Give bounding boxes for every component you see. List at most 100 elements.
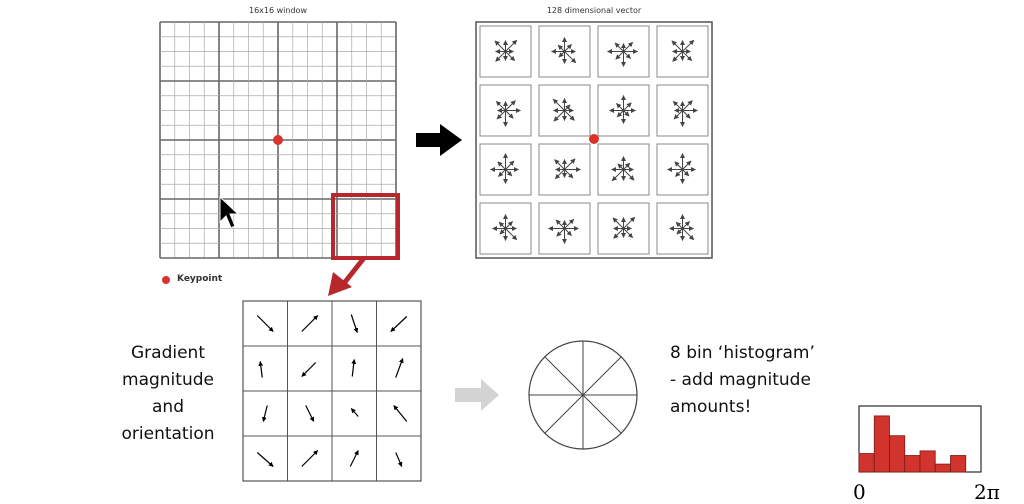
descriptor-arrow	[623, 228, 634, 239]
descriptor-arrow	[564, 44, 572, 52]
gray-arrow-icon	[455, 379, 499, 411]
descriptor-border	[475, 21, 713, 259]
gradient-arrow	[258, 361, 264, 378]
descriptor-arrow	[616, 110, 624, 118]
descriptor-arrow	[564, 218, 575, 229]
descriptor-cell	[538, 25, 591, 78]
highlight-square	[331, 193, 400, 260]
descriptor-keypoint	[589, 134, 599, 144]
descriptor-arrow	[497, 161, 506, 170]
gradient-arrow	[301, 450, 319, 467]
gradient-label: Gradient magnitude and orientation	[108, 340, 228, 448]
descriptor-cell	[538, 143, 591, 196]
histogram-bar	[889, 435, 906, 473]
descriptor-arrow	[505, 228, 518, 241]
gradient-grid	[242, 300, 422, 482]
gradient-label-line1: Gradient	[131, 343, 205, 363]
gradient-label-line2: magnitude	[122, 370, 214, 390]
descriptor-arrow	[505, 51, 516, 62]
histogram-bar	[919, 450, 936, 473]
histogram-x-end-label: 2π	[974, 480, 1000, 504]
descriptor-cell	[597, 202, 650, 255]
descriptor-arrow	[623, 162, 631, 170]
orientation-circle	[528, 340, 638, 450]
descriptor-arrow	[494, 40, 506, 52]
gradient-arrow	[350, 408, 359, 417]
descriptor-arrow	[682, 160, 692, 170]
gradient-arrow	[305, 405, 315, 422]
descriptor-arrow	[682, 51, 693, 62]
descriptor-arrow	[564, 110, 575, 121]
descriptor-cell	[538, 202, 591, 255]
descriptor-arrow	[495, 51, 506, 62]
descriptor-arrow	[682, 110, 691, 119]
window-grid-title: 16x16 window	[249, 6, 307, 15]
descriptor-arrow	[505, 160, 515, 170]
gradient-arrow	[390, 316, 408, 332]
descriptor-arrow	[558, 51, 565, 58]
gradient-arrow	[395, 358, 404, 378]
mouse-cursor-icon	[219, 195, 240, 229]
gradient-arrow	[395, 452, 403, 467]
descriptor-cell	[479, 143, 532, 196]
descriptor-arrow	[617, 163, 624, 170]
descriptor-arrow	[682, 228, 695, 241]
descriptor-arrow	[564, 158, 576, 170]
descriptor-cell	[479, 84, 532, 137]
histogram-bar	[950, 455, 967, 473]
descriptor-arrow	[675, 221, 683, 229]
legend-keypoint-label: Keypoint	[177, 274, 223, 284]
descriptor-arrow	[623, 216, 636, 229]
descriptor-cell	[479, 202, 532, 255]
histogram-label-line1: 8 bin ‘histogram’	[670, 343, 815, 363]
descriptor-arrow	[682, 221, 690, 229]
descriptor-arrow	[623, 51, 631, 59]
descriptor-arrow	[623, 110, 630, 117]
descriptor-arrow	[614, 42, 624, 52]
descriptor-arrow	[673, 110, 683, 120]
histogram-bar	[904, 455, 921, 473]
descriptor-cell	[597, 143, 650, 196]
descriptor-arrow	[616, 103, 624, 111]
descriptor-cell	[656, 84, 709, 137]
descriptor-arrow	[623, 102, 632, 111]
descriptor-arrow	[564, 169, 574, 179]
gradient-arrow	[301, 315, 319, 332]
gradient-arrow	[349, 450, 359, 467]
descriptor-arrow	[554, 159, 565, 170]
histogram-bar	[873, 415, 890, 473]
descriptor-arrow	[611, 169, 624, 182]
descriptor-arrow	[505, 110, 514, 119]
descriptor-cell	[597, 84, 650, 137]
window-grid	[159, 21, 397, 259]
descriptor-cell	[656, 25, 709, 78]
gradient-label-line3: and	[152, 397, 184, 417]
descriptor-arrow	[505, 39, 518, 52]
descriptor-arrow	[564, 51, 577, 64]
histogram-chart	[858, 405, 982, 473]
descriptor-arrow	[623, 169, 635, 181]
descriptor-arrow	[498, 169, 506, 177]
descriptor-arrow	[675, 169, 683, 177]
descriptor-cell	[656, 202, 709, 255]
histogram-label-line2: - add magnitude	[670, 370, 811, 390]
descriptor-arrow	[499, 228, 506, 235]
descriptor-arrow	[682, 39, 695, 52]
descriptor-arrow	[613, 228, 624, 239]
descriptor-arrow	[505, 221, 513, 229]
gradient-arrow	[261, 405, 268, 422]
descriptor-arrow	[612, 217, 624, 229]
gradient-arrow	[351, 359, 357, 377]
legend-keypoint-dot	[162, 276, 170, 284]
histogram-bar	[934, 463, 951, 473]
descriptor-arrow	[672, 100, 683, 111]
descriptor-arrow	[564, 104, 571, 111]
descriptor-grid	[475, 21, 713, 259]
descriptor-arrow	[505, 169, 513, 177]
descriptor-arrow	[671, 40, 683, 52]
descriptor-arrow	[557, 44, 565, 52]
descriptor-cell	[656, 143, 709, 196]
descriptor-arrow	[498, 221, 506, 229]
histogram-label-line3: amounts!	[670, 397, 752, 417]
